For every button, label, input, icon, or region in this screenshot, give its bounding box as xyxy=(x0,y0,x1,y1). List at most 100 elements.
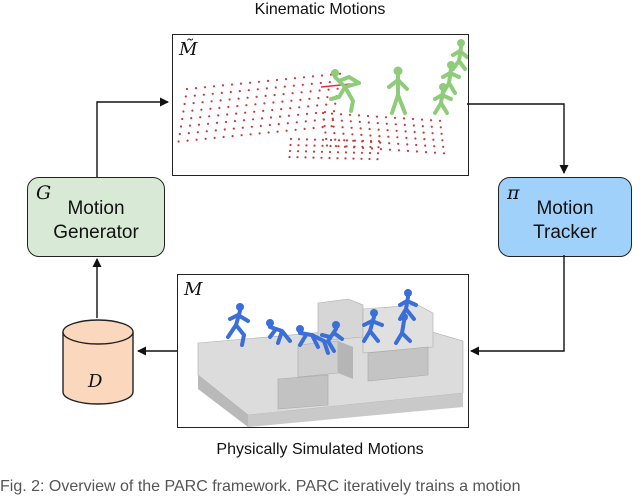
terrain-point xyxy=(376,152,380,155)
terrain-point xyxy=(289,143,292,147)
terrain-point xyxy=(368,151,372,155)
terrain-point xyxy=(384,116,388,119)
simulated-motions-caption: Physically Simulated Motions xyxy=(216,441,424,458)
generator-symbol: G xyxy=(36,182,52,204)
terrain-point xyxy=(353,145,356,148)
terrain-point xyxy=(214,129,217,132)
terrain-point xyxy=(360,157,363,160)
simulated-motions-symbol: M xyxy=(184,279,203,300)
terrain-point xyxy=(397,142,400,145)
terrain-point xyxy=(235,112,238,115)
terrain-point xyxy=(325,103,328,106)
terrain-point xyxy=(188,124,192,127)
terrain-point xyxy=(297,138,301,141)
terrain-point xyxy=(218,106,221,109)
terrain-point xyxy=(282,93,285,96)
generator-label-line2: Generator xyxy=(53,222,139,243)
tracker-symbol: π xyxy=(507,182,520,204)
terrain-point xyxy=(313,119,316,122)
terrain-point xyxy=(250,125,253,128)
simulated-characters xyxy=(226,289,418,355)
terrain-point xyxy=(182,110,185,113)
terrain-point xyxy=(219,99,222,102)
terrain-point xyxy=(332,110,336,113)
terrain-point xyxy=(272,101,275,104)
terrain-point xyxy=(431,132,434,135)
terrain-point xyxy=(366,114,370,118)
terrain-point xyxy=(326,96,329,99)
terrain-point xyxy=(397,149,401,152)
terrain-point xyxy=(303,127,306,130)
terrain-point xyxy=(278,115,282,118)
terrain-point xyxy=(185,87,189,91)
terrain-point xyxy=(344,157,347,160)
terrain-point xyxy=(328,156,331,160)
terrain-point xyxy=(298,106,301,109)
terrain-point xyxy=(341,126,344,129)
terrain-point xyxy=(310,82,313,85)
terrain-point xyxy=(309,90,312,93)
terrain-point xyxy=(442,152,446,155)
terrain-point xyxy=(204,137,207,140)
terrain-point xyxy=(296,113,300,116)
terrain-point xyxy=(178,132,181,136)
terrain-point xyxy=(285,129,288,132)
terrain-point xyxy=(333,132,336,135)
terrain-point xyxy=(368,127,371,131)
terrain-point xyxy=(316,104,319,107)
terrain-point xyxy=(327,88,330,91)
terrain-point xyxy=(334,102,337,105)
terrain-point xyxy=(311,75,315,78)
terrain-point xyxy=(442,145,445,148)
terrain-point-cloud xyxy=(177,72,446,161)
terrain-point xyxy=(269,116,273,119)
dataset-cylinder xyxy=(62,319,134,405)
terrain-point xyxy=(334,145,338,148)
terrain-point xyxy=(360,133,363,136)
terrain-point xyxy=(286,122,289,125)
terrain-point xyxy=(336,151,340,154)
terrain-point xyxy=(288,149,292,153)
terrain-point xyxy=(263,102,266,105)
terrain-point xyxy=(336,157,339,160)
terrain-point xyxy=(353,139,357,142)
terrain-point xyxy=(308,97,311,100)
terrain-point xyxy=(230,83,234,86)
terrain-point xyxy=(388,142,391,145)
terrain-point xyxy=(349,120,352,123)
terrain-point xyxy=(297,144,300,147)
terrain-point xyxy=(212,85,216,88)
terrain-point xyxy=(359,127,362,130)
terrain-point xyxy=(323,111,327,114)
terrain-point xyxy=(369,145,372,149)
terrain-point xyxy=(329,144,332,148)
terrain-point xyxy=(375,115,379,118)
terrain-point xyxy=(415,143,418,147)
terrain-point xyxy=(361,145,364,148)
terrain-point xyxy=(433,145,436,148)
terrain-point xyxy=(402,117,406,120)
terrain-point xyxy=(361,139,365,142)
kinematic-motions-illustration xyxy=(177,39,468,161)
tracker-label-line2: Tracker xyxy=(533,222,597,243)
terrain-point xyxy=(307,105,310,108)
terrain-point xyxy=(320,74,324,77)
terrain-point xyxy=(328,150,332,154)
terrain-point xyxy=(404,130,407,133)
terrain-point xyxy=(288,155,291,159)
terrain-point xyxy=(267,131,270,134)
terrain-point xyxy=(339,113,343,116)
terrain-point xyxy=(283,85,286,88)
terrain-point xyxy=(344,151,348,154)
terrain-point xyxy=(304,120,307,123)
terrain-point xyxy=(209,107,212,110)
terrain-point xyxy=(330,125,333,128)
terrain-point xyxy=(313,138,317,141)
terrain-point xyxy=(194,87,198,90)
terrain-point xyxy=(249,133,252,136)
terrain-point xyxy=(217,114,220,117)
terrain-point xyxy=(231,135,234,138)
terrain-point xyxy=(220,91,223,94)
terrain-point xyxy=(304,150,308,153)
terrain-point xyxy=(386,129,389,132)
